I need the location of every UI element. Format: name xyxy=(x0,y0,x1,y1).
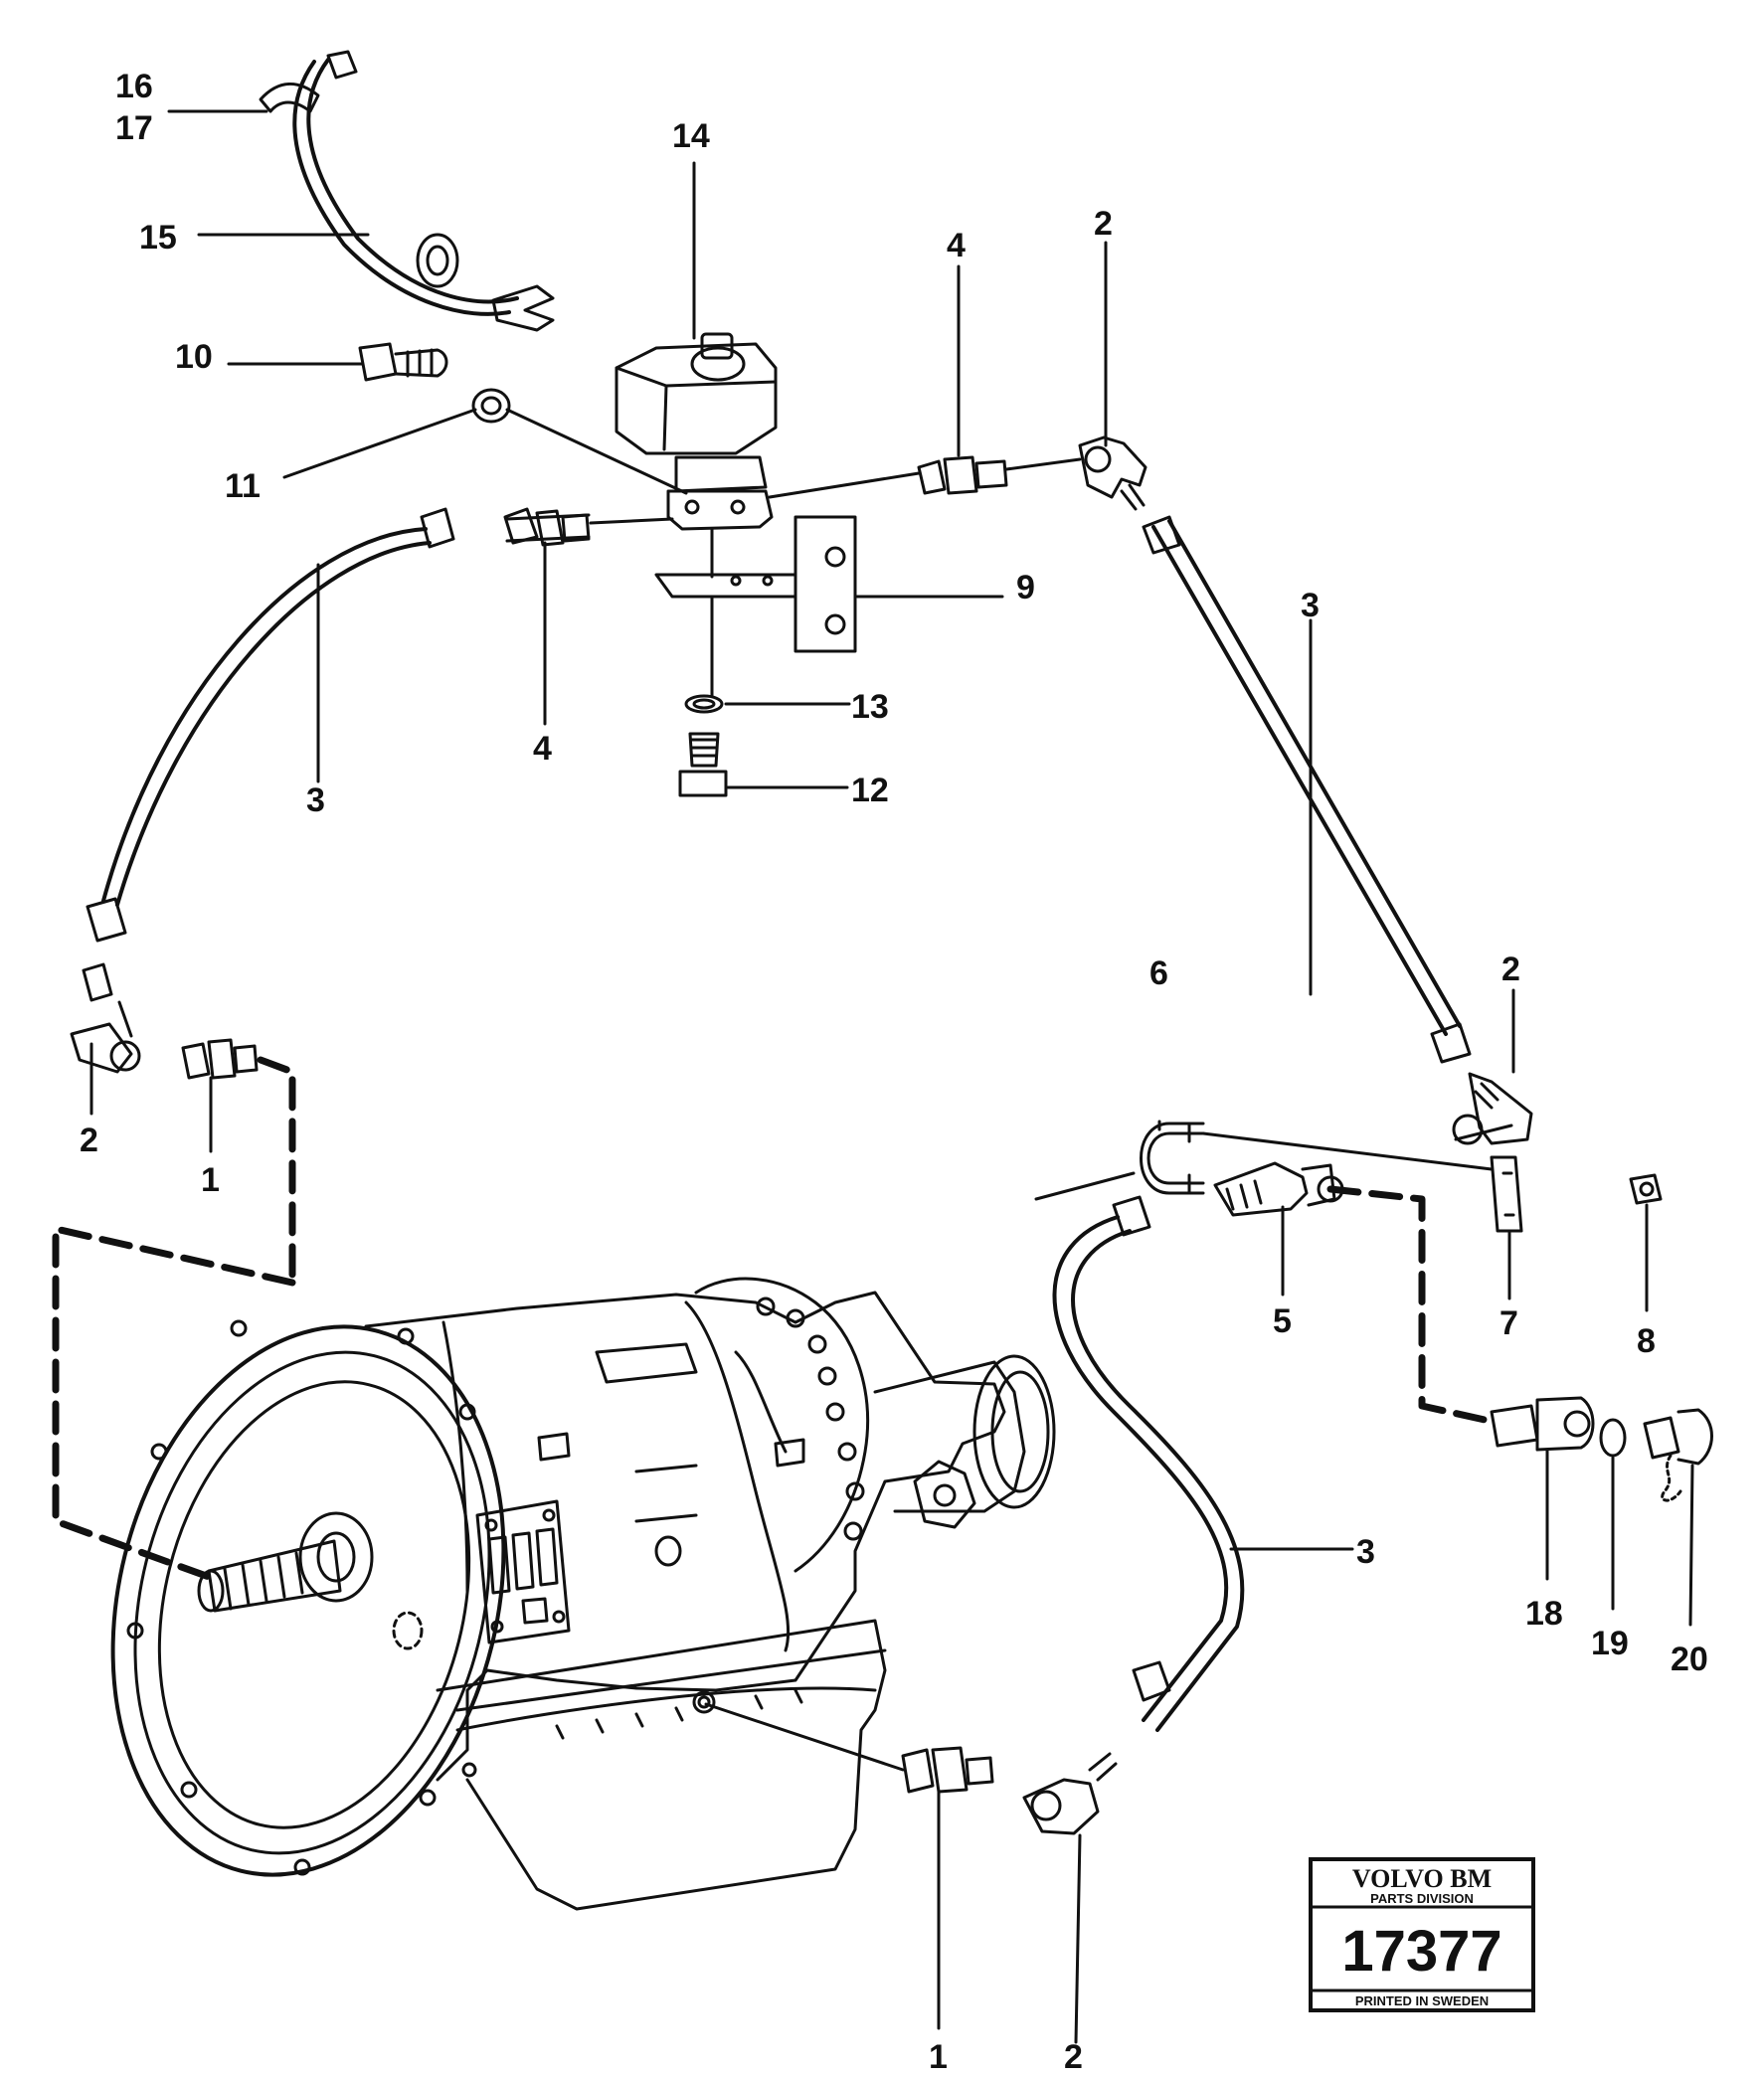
clamp-7 xyxy=(1490,1155,1523,1233)
stamp-division: PARTS DIVISION xyxy=(1370,1891,1474,1906)
elbow-2-right xyxy=(1452,1072,1533,1145)
callout-10: 10 xyxy=(175,338,213,376)
callout-2-bottom: 2 xyxy=(1064,2038,1083,2076)
callout-1-bottom: 1 xyxy=(929,2038,948,2076)
cap-20 xyxy=(1643,1408,1713,1502)
nut-3-left xyxy=(420,507,455,549)
callout-18: 18 xyxy=(1525,1595,1563,1633)
leader-1-bottom xyxy=(704,1702,905,1772)
callout-8: 8 xyxy=(1637,1322,1656,1360)
callout-19: 19 xyxy=(1591,1625,1629,1662)
stamp-brand: VOLVO BM xyxy=(1352,1864,1492,1893)
cable-assembly xyxy=(259,50,555,332)
connector-4-left xyxy=(503,507,591,547)
bracket-9 xyxy=(654,515,857,653)
pipe-3-right xyxy=(1142,515,1472,1064)
callout-20: 20 xyxy=(1671,1641,1708,1678)
callout-5: 5 xyxy=(1273,1302,1292,1340)
callout-15: 15 xyxy=(139,219,177,257)
callout-17: 17 xyxy=(115,109,153,147)
coupling-18 xyxy=(1490,1396,1595,1452)
callout-2-left: 2 xyxy=(80,1122,98,1159)
elbow-5 xyxy=(1213,1161,1344,1217)
seal-19 xyxy=(1599,1418,1627,1458)
callout-16: 16 xyxy=(115,68,153,105)
bolt-10 xyxy=(358,342,448,382)
callout-3-left: 3 xyxy=(306,781,325,819)
callout-14: 14 xyxy=(672,117,710,155)
elbow-2-left xyxy=(70,962,141,1074)
bolt-12 xyxy=(678,732,728,797)
callout-3-lower: 3 xyxy=(1356,1533,1375,1571)
callout-12: 12 xyxy=(851,772,889,809)
callout-11: 11 xyxy=(225,467,261,505)
pipe-3-left xyxy=(86,527,432,943)
connector-1-left xyxy=(181,1038,259,1080)
elbow-2-top xyxy=(1078,435,1147,511)
dashed-leader-left xyxy=(52,1056,296,1581)
callout-13: 13 xyxy=(851,688,889,726)
nut-3-lower xyxy=(1112,1195,1151,1237)
callouts: 16 17 14 15 4 2 10 11 9 3 3 4 13 12 6 2 … xyxy=(80,68,1708,2076)
washer-11 xyxy=(471,388,511,424)
pipe-3-lower xyxy=(1052,1215,1245,1732)
callout-1-left: 1 xyxy=(201,1161,220,1199)
leader-6 xyxy=(1201,1131,1494,1171)
stamp-number: 17377 xyxy=(1341,1919,1501,1984)
callout-4-mid: 4 xyxy=(533,730,552,768)
elbow-2-bottom xyxy=(1022,1752,1118,1835)
callout-7: 7 xyxy=(1499,1304,1518,1342)
transmission-housing xyxy=(110,1277,1056,1911)
connector-1-bottom xyxy=(901,1746,994,1794)
nut-8 xyxy=(1629,1173,1663,1205)
callout-2-top: 2 xyxy=(1094,205,1113,243)
stamp-footer: PRINTED IN SWEDEN xyxy=(1355,1993,1489,2008)
callout-2-right: 2 xyxy=(1501,951,1520,988)
dashed-leader-right xyxy=(1326,1185,1498,1426)
connector-4-right xyxy=(917,455,1008,495)
u-bolt-6 xyxy=(1140,1122,1205,1195)
callout-9: 9 xyxy=(1016,569,1035,606)
callout-3-right: 3 xyxy=(1301,587,1320,624)
parts-stamp: VOLVO BM PARTS DIVISION 17377 PRINTED IN… xyxy=(1309,1857,1535,2012)
callout-6: 6 xyxy=(1149,954,1168,992)
washer-13 xyxy=(684,694,724,714)
callout-4-top: 4 xyxy=(947,227,966,264)
leader-lines xyxy=(89,109,1694,2044)
control-valve-14 xyxy=(615,332,778,531)
